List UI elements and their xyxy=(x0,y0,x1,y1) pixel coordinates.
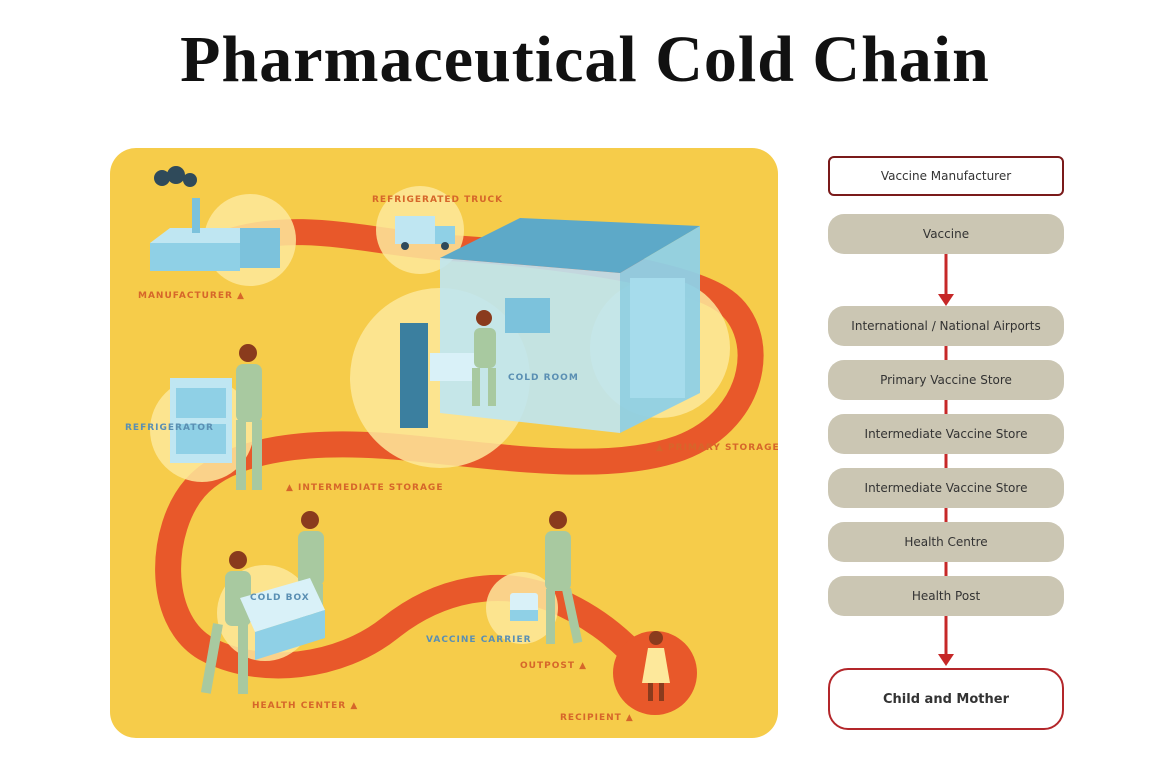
step-health-post: Health Post xyxy=(828,576,1064,616)
vaccine-carrier-icon xyxy=(510,593,538,621)
step-primary-store: Primary Vaccine Store xyxy=(828,360,1064,400)
label-manufacturer: MANUFACTURER ▲ xyxy=(138,291,245,301)
refrigerated-truck-icon xyxy=(395,216,455,250)
step-intermediate-store-1: Intermediate Vaccine Store xyxy=(828,414,1064,454)
step-airports: International / National Airports xyxy=(828,306,1064,346)
label-vaccine-carrier: VACCINE CARRIER xyxy=(426,635,532,645)
arrow-down-icon xyxy=(938,294,954,306)
label-primary-storage: ▲ PRIMARY STORAGE xyxy=(656,443,778,453)
page-title: Pharmaceutical Cold Chain xyxy=(180,23,990,96)
label-cold-box: COLD BOX xyxy=(250,593,310,603)
label-outpost: OUTPOST ▲ xyxy=(520,661,587,671)
recipient-child xyxy=(642,631,670,701)
label-refrigerated-truck: REFRIGERATED TRUCK xyxy=(372,195,503,205)
cold-box-icon xyxy=(240,578,325,660)
worker-vaccine-carrier xyxy=(545,511,583,644)
label-cold-room: COLD ROOM xyxy=(508,373,579,383)
worker-cold-box-2 xyxy=(200,551,251,694)
arrow-down-icon xyxy=(938,654,954,666)
cold-room-icon xyxy=(400,218,700,433)
cold-chain-illustration: MANUFACTURER ▲ REFRIGERATED TRUCK COLD R… xyxy=(110,148,778,738)
refrigerator-icon xyxy=(170,378,232,463)
factory-icon xyxy=(150,166,280,271)
label-intermediate-storage: ▲ INTERMEDIATE STORAGE xyxy=(286,483,443,493)
label-refrigerator: REFRIGERATOR xyxy=(125,423,214,433)
step-intermediate-store-2: Intermediate Vaccine Store xyxy=(828,468,1064,508)
label-recipient: RECIPIENT ▲ xyxy=(560,713,634,723)
step-child-and-mother: Child and Mother xyxy=(828,668,1064,730)
label-health-center: HEALTH CENTER ▲ xyxy=(252,701,358,711)
worker-cold-room xyxy=(472,310,496,406)
vaccine-flowchart: Vaccine Manufacturer Vaccine Internation… xyxy=(826,148,1076,748)
step-vaccine-manufacturer: Vaccine Manufacturer xyxy=(828,156,1064,196)
worker-refrigerator xyxy=(236,344,262,490)
step-health-centre: Health Centre xyxy=(828,522,1064,562)
step-vaccine: Vaccine xyxy=(828,214,1064,254)
flow-connectors xyxy=(938,254,954,666)
